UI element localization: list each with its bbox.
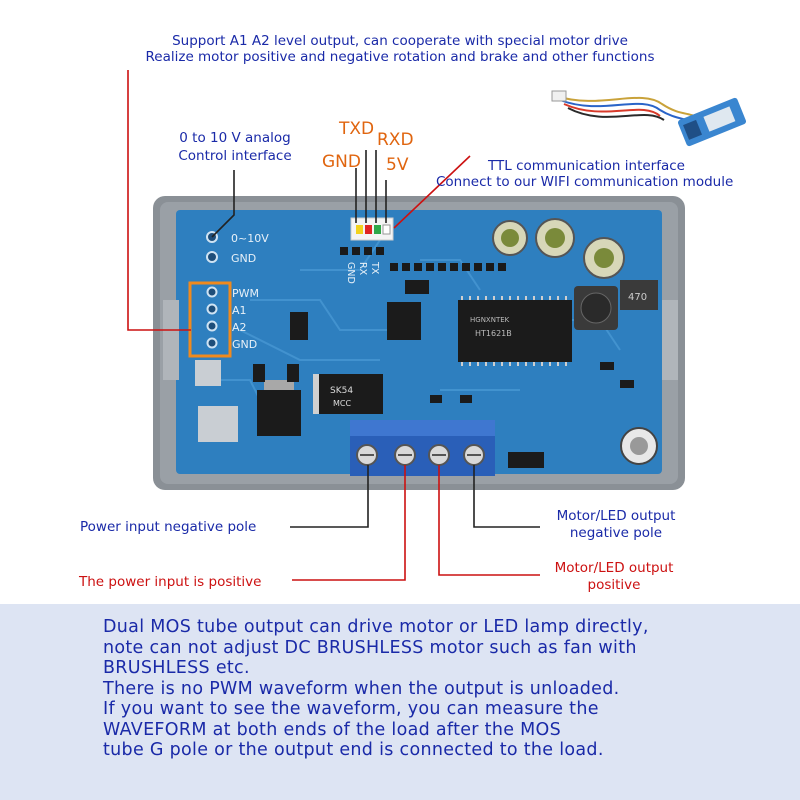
power-positive-leader bbox=[292, 465, 406, 581]
diode-brand: MCC bbox=[333, 399, 351, 408]
note-line: There is no PWM waveform when the output… bbox=[103, 678, 620, 699]
5v-pin-label: 5V bbox=[386, 155, 409, 175]
wifi-module-image bbox=[551, 90, 747, 147]
a1-a2-callout: Support A1 A2 level output, can cooperat… bbox=[0, 33, 800, 65]
silk-gnd2: GND bbox=[345, 262, 356, 284]
ttl-interface-line1: TTL communication interface bbox=[488, 158, 685, 174]
inductor-value: 470 bbox=[628, 292, 647, 303]
notes-panel bbox=[0, 604, 800, 800]
note-line: note can not adjust DC BRUSHLESS motor s… bbox=[103, 637, 637, 658]
silk-analog-gnd: GND bbox=[231, 252, 256, 265]
power-positive-label: The power input is positive bbox=[79, 574, 262, 590]
silk-rx: RX bbox=[357, 262, 368, 276]
notes-text: Dual MOS tube output can drive motor or … bbox=[103, 617, 793, 761]
motor-positive-line2: positive bbox=[587, 577, 641, 593]
electrolytic-capacitors bbox=[492, 218, 658, 465]
gnd-pin-label: GND bbox=[322, 152, 361, 172]
silk-a1: A1 bbox=[232, 304, 247, 317]
a1-a2-callout-line1: Support A1 A2 level output, can cooperat… bbox=[172, 33, 628, 49]
ttl-interface-label: TTL communication interface Connect to o… bbox=[436, 158, 733, 190]
diode-model: SK54 bbox=[330, 386, 353, 396]
board-diagram: 0~10V GND PWM A1 A2 GND RX TX GND HGNXNT… bbox=[127, 70, 747, 581]
note-line: BRUSHLESS etc. bbox=[103, 658, 250, 678]
a1-a2-callout-line2: Realize motor positive and negative rota… bbox=[145, 49, 655, 65]
screw-terminal-block bbox=[350, 420, 495, 476]
note-line: WAVEFORM at both ends of the load after … bbox=[103, 719, 562, 740]
lcd-driver-chip: HGNXNTEK HT1621B bbox=[458, 296, 572, 366]
silk-pwm: PWM bbox=[232, 287, 259, 300]
power-negative-leader bbox=[290, 465, 369, 528]
ttl-interface-line2: Connect to our WIFI communication module bbox=[436, 174, 734, 190]
analog-interface-line2: Control interface bbox=[178, 148, 292, 164]
analog-leader-line bbox=[211, 170, 235, 238]
txd-label: TXD bbox=[339, 119, 375, 139]
inductor: 470 bbox=[574, 280, 658, 330]
motor-negative-line2: negative pole bbox=[569, 525, 663, 541]
power-negative-label: Power input negative pole bbox=[80, 519, 257, 535]
motor-positive-label: Motor/LED output positive bbox=[539, 560, 689, 594]
analog-interface-line1: 0 to 10 V analog bbox=[179, 130, 291, 146]
a1-a2-leader-line bbox=[127, 70, 191, 331]
rxd-label: RXD bbox=[377, 130, 414, 150]
control-header-highlight bbox=[188, 281, 232, 358]
schottky-diode: SK54 MCC bbox=[313, 374, 383, 414]
chip-model: HT1621B bbox=[475, 329, 512, 338]
ttl-leader-line bbox=[393, 155, 471, 229]
silk-analog-top: 0~10V bbox=[231, 232, 269, 245]
note-line: tube G pole or the output end is connect… bbox=[103, 740, 604, 760]
chip-brand: HGNXNTEK bbox=[470, 316, 510, 324]
analog-interface-label: 0 to 10 V analog Control interface bbox=[165, 129, 305, 165]
note-line: Dual MOS tube output can drive motor or … bbox=[103, 617, 649, 637]
silk-a2: A2 bbox=[232, 321, 247, 334]
motor-positive-line1: Motor/LED output bbox=[554, 560, 674, 576]
motor-negative-label: Motor/LED output negative pole bbox=[541, 508, 691, 542]
silk-gnd: GND bbox=[232, 338, 257, 351]
motor-negative-leader bbox=[473, 465, 540, 528]
motor-positive-leader bbox=[438, 465, 540, 576]
note-line: If you want to see the waveform, you can… bbox=[103, 699, 599, 719]
silk-tx: TX bbox=[369, 261, 380, 275]
motor-negative-line1: Motor/LED output bbox=[556, 508, 676, 524]
